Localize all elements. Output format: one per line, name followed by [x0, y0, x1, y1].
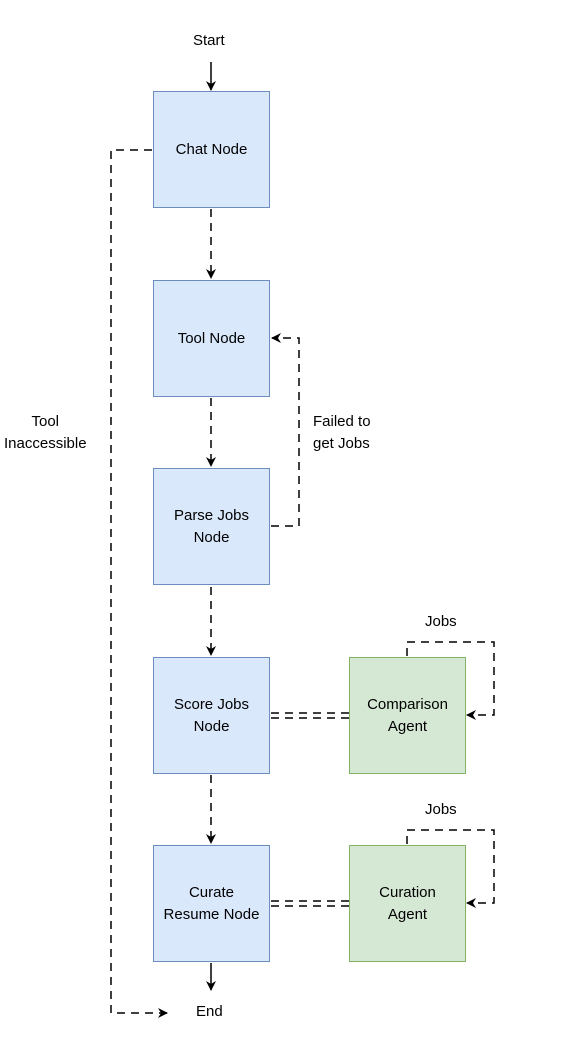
chat-node[interactable]: Chat Node: [153, 91, 270, 208]
curation-agent[interactable]: Curation Agent: [349, 845, 466, 962]
curate-resume-node[interactable]: Curate Resume Node: [153, 845, 270, 962]
edge-comparison-loop: [406, 641, 495, 720]
parse-jobs-node[interactable]: Parse Jobs Node: [153, 468, 270, 585]
start-label: Start: [193, 30, 225, 52]
end-label: End: [196, 1001, 223, 1023]
tool-inaccessible-label: Tool Inaccessible: [4, 411, 87, 455]
jobs-label-curation: Jobs: [425, 801, 457, 818]
failed-to-get-jobs-label: Failed to get Jobs: [313, 411, 371, 455]
edge-parse-tool: [271, 333, 300, 527]
tool-node[interactable]: Tool Node: [153, 280, 270, 397]
edge-curation-loop: [406, 829, 495, 908]
jobs-label-comparison: Jobs: [425, 613, 457, 630]
edge-chat-end: [110, 149, 168, 1018]
comparison-agent[interactable]: Comparison Agent: [349, 657, 466, 774]
score-jobs-node[interactable]: Score Jobs Node: [153, 657, 270, 774]
